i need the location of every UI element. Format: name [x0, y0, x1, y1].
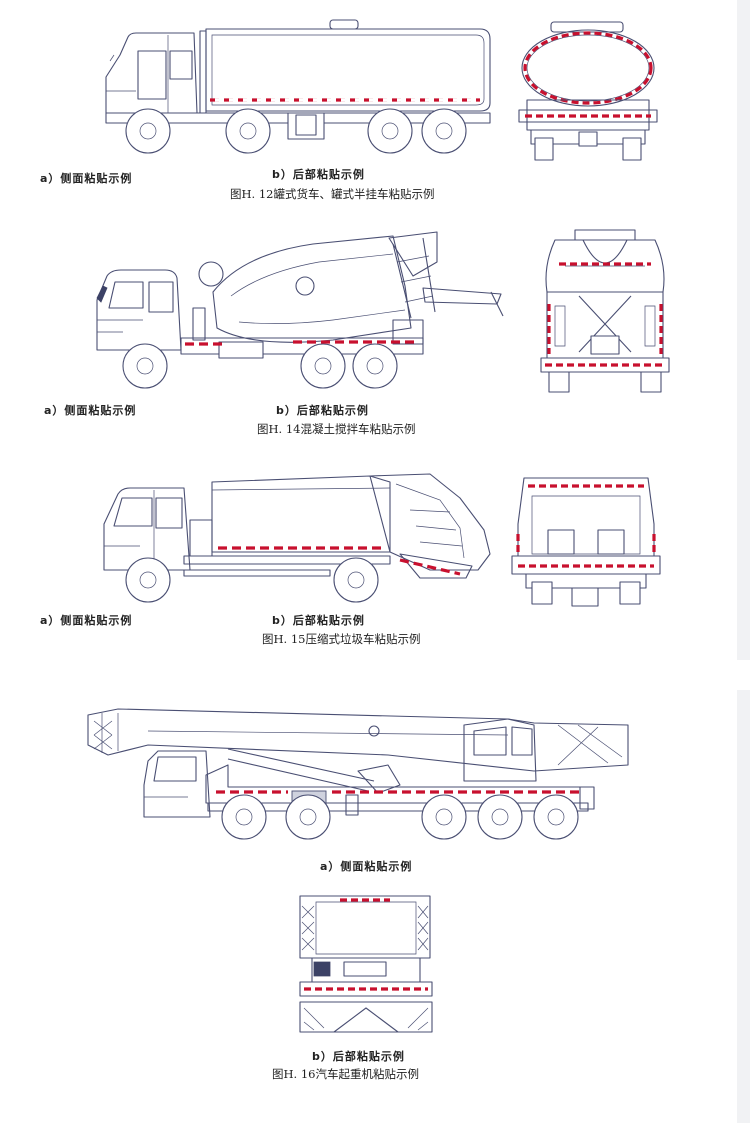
page-gutter [737, 0, 750, 660]
tanker-wheels [125, 108, 467, 154]
side-view-label: a）侧面粘贴示例 [44, 404, 137, 417]
rear-view-label: b）后部粘贴示例 [272, 614, 365, 627]
tanker-rear-view [518, 21, 658, 161]
garbage-truck-side-view [103, 473, 491, 603]
rear-view-label: b）后部粘贴示例 [272, 168, 365, 181]
mixer-rear-view [540, 229, 670, 393]
rear-reflective-outline [523, 31, 653, 105]
mixer-side-view [96, 231, 504, 389]
page-gutter [737, 690, 750, 1123]
garbage-truck-rear-view [511, 477, 661, 607]
figure-caption: 图H. 16汽车起重机粘贴示例 [272, 1067, 419, 1081]
figure-caption: 图H. 14混凝土搅拌车粘贴示例 [257, 422, 416, 436]
crane-rear-view [299, 895, 433, 1033]
figure-caption: 图H. 15压缩式垃圾车粘贴示例 [262, 632, 421, 646]
tanker-side-view [105, 19, 491, 154]
rear-view-label: b）后部粘贴示例 [276, 404, 369, 417]
crane-side-view [87, 708, 629, 840]
side-view-label: a）侧面粘贴示例 [40, 172, 133, 185]
rear-view-label: b）后部粘贴示例 [312, 1050, 405, 1063]
side-view-label: a）侧面粘贴示例 [320, 860, 413, 873]
figure-caption: 图H. 12罐式货车、罐式半挂车粘贴示例 [230, 187, 435, 201]
side-view-label: a）侧面粘贴示例 [40, 614, 133, 627]
side-reflective-tape [399, 558, 461, 576]
